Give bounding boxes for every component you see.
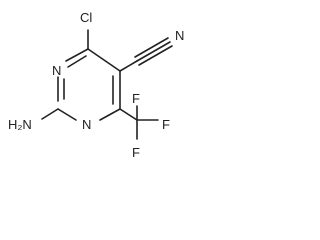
bond-cn-triple-a	[136, 41, 171, 62]
atom-n-bottom: N	[82, 117, 91, 132]
bond-c2-nh2	[41, 108, 59, 120]
bond-c6-cf3	[119, 108, 138, 121]
bond-c4-n3	[65, 48, 89, 62]
bond-cn-triple-c	[138, 45, 173, 66]
atom-f-bottom: F	[132, 145, 140, 160]
atom-cl: Cl	[80, 10, 92, 25]
bond-c5-cn	[119, 60, 138, 72]
bond-c5-c4	[87, 48, 121, 72]
structure-diagram: Cl N N N H₂N F F F	[8, 10, 184, 160]
bond-cn-triple-b	[134, 37, 169, 58]
atom-f-mid: F	[162, 117, 170, 132]
atom-n-nitrile: N	[175, 28, 184, 43]
atom-f-top: F	[132, 91, 140, 106]
bonds	[41, 29, 173, 140]
bond-n1-c6	[99, 108, 121, 121]
atom-nh2: H₂N	[8, 117, 32, 132]
bond-c4-n3-double	[67, 55, 87, 68]
bond-c2-n1	[57, 108, 77, 121]
atom-labels: Cl N N N H₂N F F F	[8, 10, 184, 160]
atom-n-top: N	[52, 63, 61, 78]
